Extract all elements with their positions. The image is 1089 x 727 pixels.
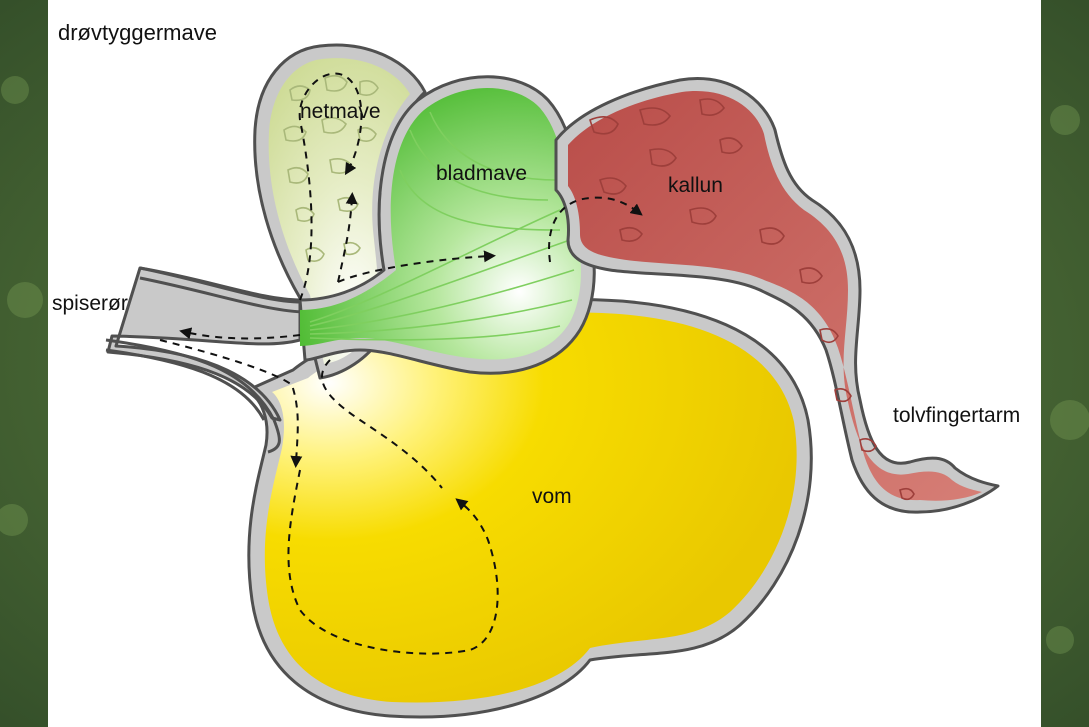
diagram-title: drøvtyggermave xyxy=(58,20,217,45)
spiseror-esophagus xyxy=(105,266,303,454)
kallun-abomasum xyxy=(554,77,1000,514)
diagram-panel: drøvtyggermave netmave bladmave kallun s… xyxy=(48,0,1041,727)
label-tolvfingertarm: tolvfingertarm xyxy=(893,404,1020,427)
flow-arrows xyxy=(159,72,643,655)
label-netmave: netmave xyxy=(300,100,381,123)
label-spiseror: spiserør xyxy=(52,292,128,315)
label-vom: vom xyxy=(532,485,572,508)
ruminant-stomach-diagram: drøvtyggermave netmave bladmave kallun s… xyxy=(52,20,1020,719)
label-kallun: kallun xyxy=(668,174,723,197)
vom-rumen xyxy=(246,298,813,719)
bladmave-omasum xyxy=(298,75,596,375)
label-bladmave: bladmave xyxy=(436,162,527,185)
